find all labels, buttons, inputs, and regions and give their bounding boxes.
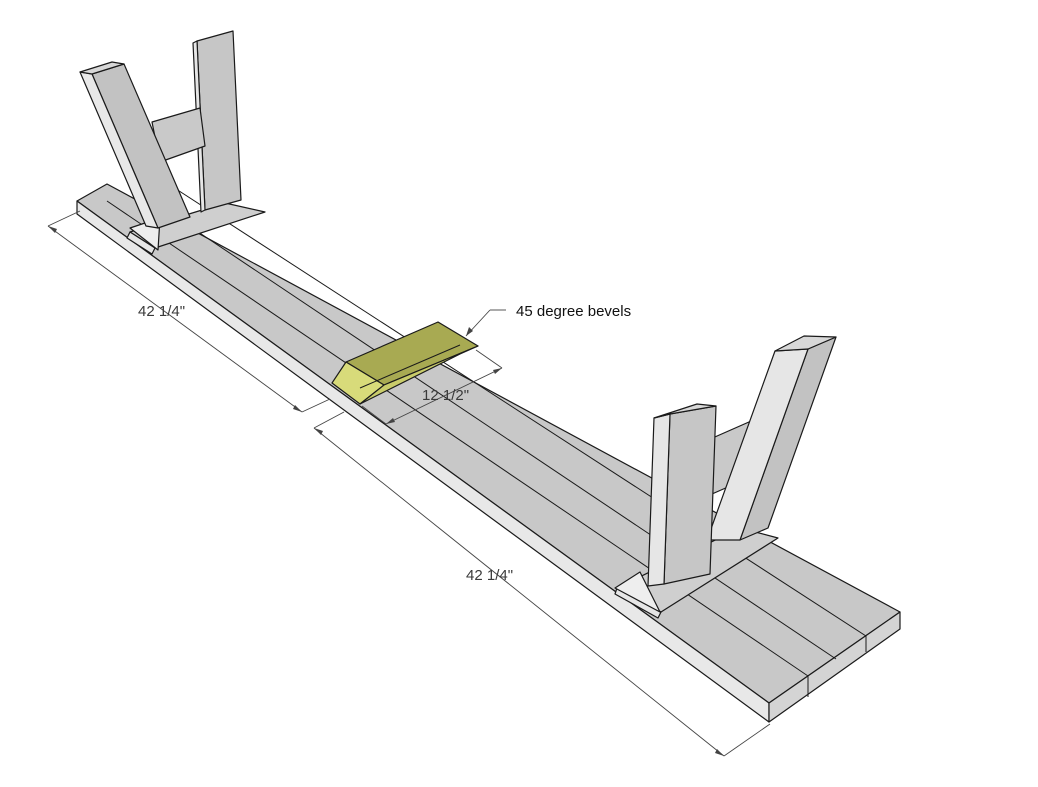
dim-right-half-arrow-start	[314, 428, 323, 435]
right-cleat-bevel	[614, 571, 661, 613]
dim-right-half-line	[313, 427, 725, 757]
dim-left-half-arrow-start	[48, 226, 57, 233]
right-front-leg-top	[653, 403, 717, 419]
bevel-callout-label: 45 degree bevels	[516, 303, 631, 320]
callout-leader-arrow	[466, 327, 473, 336]
dim-left-half-ext-end	[301, 398, 331, 413]
dim-right-half-arrow-end	[715, 749, 724, 756]
dim-block-width-ext-start	[361, 405, 387, 425]
board-seam-3	[172, 186, 867, 637]
dim-block-width-label: 12 1/2"	[422, 387, 469, 404]
board-seam-2	[142, 194, 837, 660]
dim-block-width-arrow-start	[386, 418, 395, 424]
board-seam-1	[106, 200, 809, 677]
dim-left-half-line	[47, 225, 303, 413]
dim-block-width-arrow-end	[493, 368, 502, 374]
left-leg-assembly	[79, 30, 266, 255]
center-block-front-face	[359, 345, 479, 405]
center-block-ridge	[359, 344, 461, 389]
dim-left-half-label: 42 1/4"	[138, 303, 185, 320]
dim-block-width-line	[385, 367, 503, 425]
right-leg-assembly	[614, 335, 837, 619]
dim-right-half-label: 42 1/4"	[466, 567, 513, 584]
left-front-leg-top	[79, 61, 125, 75]
right-front-leg-front	[663, 405, 717, 585]
dim-right-half-ext-start	[313, 411, 345, 429]
dim-left-half-arrow-end	[293, 405, 302, 412]
bench-top-end-edge	[768, 611, 901, 723]
dim-block-width-ext-end	[475, 349, 503, 369]
dimension-lines	[47, 210, 771, 757]
left-cleat-front	[126, 231, 156, 255]
right-rear-leg-top	[774, 335, 837, 352]
center-block	[331, 321, 479, 405]
dim-left-half-ext-start	[47, 210, 81, 227]
dim-right-half-ext-end	[723, 723, 771, 757]
